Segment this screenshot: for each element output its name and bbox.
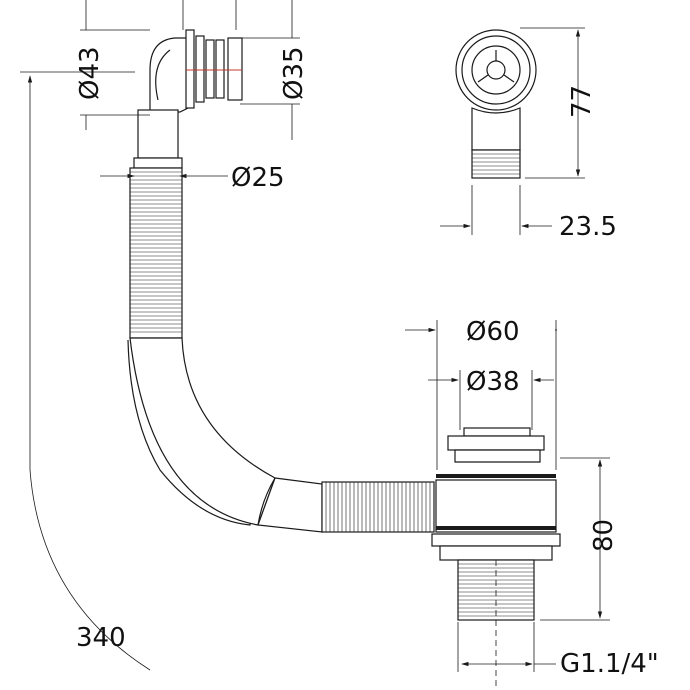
dim-overflow-height: 77 (567, 85, 597, 118)
dim-hose-length: 340 (76, 623, 126, 653)
waste-assembly (431, 427, 561, 690)
dim-waste-thread: G1.1/4" (560, 649, 659, 679)
dim-waste-plug-diameter: Ø38 (466, 367, 520, 397)
dimension-lines (20, 0, 610, 672)
dim-waste-flange-diameter: Ø60 (466, 317, 520, 347)
overflow-hose (127, 167, 435, 533)
dim-overflow-outlet-width: 23.5 (559, 212, 617, 242)
overflow-assembly (133, 29, 243, 169)
dim-overflow-pipe-diameter: Ø25 (231, 163, 285, 193)
dim-overflow-face-diameter: Ø35 (279, 46, 309, 100)
overflow-side-view (455, 29, 537, 179)
dim-overflow-body-diameter: Ø43 (75, 46, 105, 100)
dim-waste-height: 80 (589, 519, 619, 552)
